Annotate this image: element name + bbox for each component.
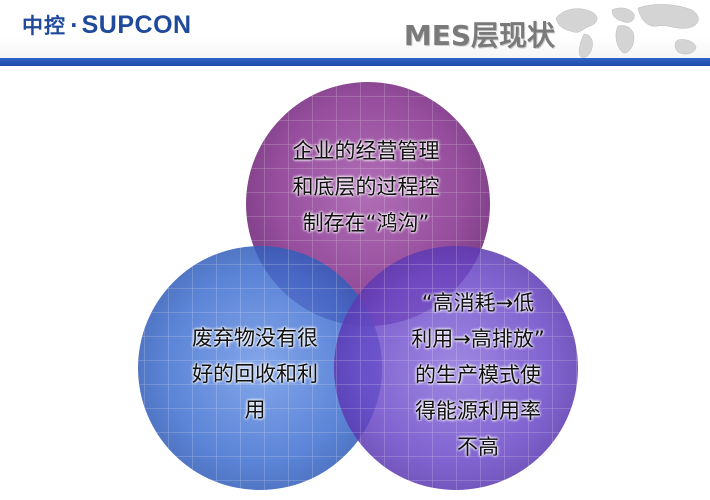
venn-label-right-line: 得能源利用率 (415, 399, 541, 423)
company-logo: 中控 · SUPCON (22, 10, 192, 39)
venn-label-left-line: 用 (244, 398, 266, 422)
header-accent-bar (0, 58, 710, 66)
venn-circle-right (334, 246, 578, 490)
venn-label-right-line: “高消耗→低 (421, 291, 535, 315)
slide-header: 中控 · SUPCON MES层现状 (0, 0, 710, 66)
venn-label-top: 企业的经营管理 和底层的过程控 制存在“鸿沟” (276, 133, 456, 241)
venn-label-right-line: 利用→高排放” (411, 327, 545, 351)
venn-circle-left (138, 246, 382, 490)
logo-english-text: SUPCON (81, 10, 192, 39)
venn-label-top-line: 和底层的过程控 (292, 175, 440, 199)
venn-label-left-line: 废弃物没有很 (192, 326, 318, 350)
venn-label-left: 废弃物没有很 好的回收和利 用 (165, 320, 345, 428)
venn-label-right: “高消耗→低 利用→高排放” 的生产模式使 得能源利用率 不高 (388, 285, 568, 465)
venn-label-right-line: 不高 (457, 435, 499, 459)
venn-label-top-line: 企业的经营管理 (292, 139, 440, 163)
logo-separator: · (70, 13, 78, 37)
world-map-icon (555, 4, 699, 58)
venn-label-right-line: 的生产模式使 (415, 363, 541, 387)
venn-label-left-line: 好的回收和利 (192, 362, 318, 386)
venn-diagram (138, 82, 578, 490)
slide-title: MES层现状 (403, 19, 555, 52)
logo-chinese-text: 中控 (22, 14, 66, 38)
venn-label-top-line: 制存在“鸿沟” (302, 211, 430, 235)
